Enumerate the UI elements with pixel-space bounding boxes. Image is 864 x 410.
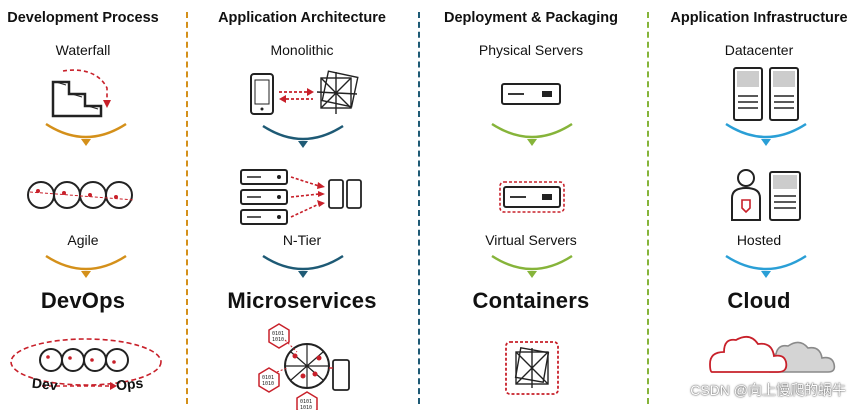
column-title: Application Infrastructure: [670, 10, 848, 26]
column-title: Deployment & Packaging: [443, 10, 619, 26]
server-stack-icon: [240, 169, 288, 225]
label-datacenter: Datacenter: [724, 42, 794, 58]
svg-text:0101: 0101: [272, 331, 284, 337]
monolithic-icon: [250, 70, 359, 115]
column-deployment-packaging: Deployment & Packaging Physical Servers …: [426, 0, 636, 410]
cloud-icon: [709, 335, 836, 373]
watermark: CSDN @向上慢爬的蜗牛: [690, 382, 846, 398]
column-application-architecture: Application Architecture Monolithic: [197, 0, 407, 410]
column-application-infrastructure: Application Infrastructure Datacenter Ho…: [654, 0, 864, 410]
label-agile: Agile: [67, 232, 99, 248]
collector-arc: [45, 254, 127, 278]
agile-cycles-icon: [27, 181, 135, 209]
hosted-icon: [731, 169, 801, 221]
result-cloud: Cloud: [727, 288, 791, 313]
collector-arc: [491, 254, 573, 278]
n-tier-icon: [240, 169, 362, 225]
devops-loop-icon: [10, 338, 162, 390]
waterfall-stairs-icon: [51, 69, 111, 118]
label-waterfall: Waterfall: [55, 42, 111, 58]
divider-2: [418, 12, 420, 404]
svg-text:0101: 0101: [262, 375, 274, 381]
result-devops: DevOps: [40, 288, 126, 313]
devops-dev-label: Dev: [31, 374, 59, 394]
divider-3: [647, 12, 649, 404]
svg-text:1010: 1010: [300, 405, 312, 410]
network-globe-icon: [284, 343, 330, 389]
phone-icon: [250, 73, 274, 115]
collector-arc: [491, 122, 573, 146]
label-physical-servers: Physical Servers: [478, 42, 584, 58]
container-icon: [505, 341, 559, 395]
collector-arc: [262, 254, 344, 278]
virtual-server-icon: [499, 181, 565, 213]
server-icon: [501, 83, 561, 105]
result-containers: Containers: [472, 288, 590, 313]
label-n-tier: N-Tier: [282, 232, 322, 248]
collector-arc: [725, 122, 807, 146]
label-monolithic: Monolithic: [270, 42, 334, 58]
column-development-process: Development Process Waterfall Agile DevO…: [0, 0, 188, 410]
result-microservices: Microservices: [227, 288, 377, 313]
collector-arc: [45, 122, 127, 146]
hexagon-microservice-icon: [258, 323, 318, 410]
devops-ops-label: Ops: [115, 374, 144, 394]
person-icon: [731, 169, 761, 221]
svg-text:1010: 1010: [262, 381, 274, 387]
label-virtual-servers: Virtual Servers: [485, 232, 577, 248]
column-title: Application Architecture: [218, 10, 386, 26]
monolith-cube-icon: [316, 70, 359, 114]
divider-1: [186, 12, 188, 404]
collector-arc: [725, 254, 807, 278]
svg-text:1010: 1010: [272, 337, 284, 343]
datacenter-tower-icon: [733, 67, 799, 121]
svg-text:0101: 0101: [300, 399, 312, 405]
label-hosted: Hosted: [736, 232, 782, 248]
collector-arc: [262, 124, 344, 148]
column-title: Development Process: [7, 10, 159, 26]
